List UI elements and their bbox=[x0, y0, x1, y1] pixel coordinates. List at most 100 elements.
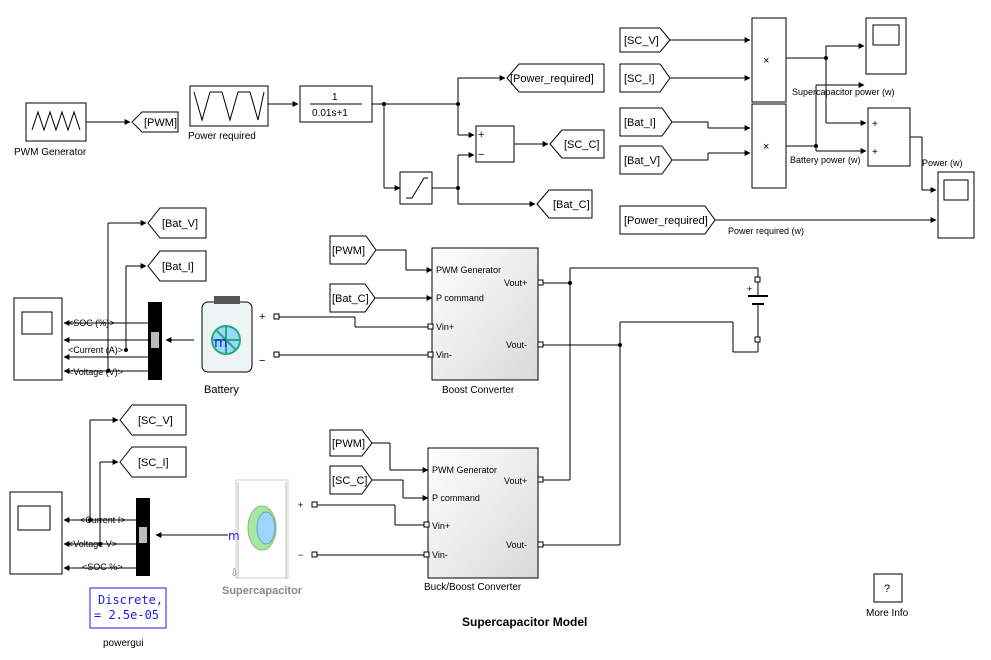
diagram-title: Supercapacitor Model bbox=[462, 615, 587, 629]
boost-converter-label: Boost Converter bbox=[442, 385, 515, 396]
sc-v-goto-tag[interactable]: [SC_V] bbox=[119, 404, 187, 436]
sc-i-goto-tag[interactable]: [SC_I] bbox=[119, 446, 187, 478]
battery-minus: − bbox=[259, 355, 265, 367]
power-required-goto-tag[interactable]: [Power_required] bbox=[506, 63, 605, 93]
power-sum-block[interactable]: + + Battery power (w) bbox=[790, 107, 911, 167]
supercapacitor-label: Supercapacitor bbox=[222, 585, 303, 597]
more-info-symbol: ? bbox=[884, 583, 890, 595]
sc-power-scope[interactable]: Supercapacitor power (w) bbox=[792, 17, 907, 97]
power-sum-plus-1: + bbox=[872, 119, 878, 130]
bat-power-scope-label: Battery power (w) bbox=[790, 155, 861, 165]
power-required-from-tag[interactable]: [Power_required] Power required (w) bbox=[619, 205, 804, 236]
sc-bus-selector[interactable] bbox=[136, 498, 150, 576]
sum-plus: + bbox=[478, 129, 484, 141]
sc-c-goto-tag[interactable]: [SC_C] bbox=[549, 129, 605, 159]
bat-i-goto-text: [Bat_I] bbox=[162, 261, 194, 273]
bus-bat-voltage: <Voltage (V)> bbox=[68, 367, 123, 377]
sc-c-from-tag[interactable]: [SC_C] bbox=[329, 465, 373, 495]
boost-converter-block[interactable]: PWM Generator P command Vin+ Vin- Vout+ … bbox=[431, 247, 539, 396]
sc-c-goto-text: [SC_C] bbox=[564, 139, 599, 151]
saturation-block[interactable] bbox=[399, 171, 433, 205]
bat-v-from-text: [Bat_V] bbox=[624, 155, 660, 167]
bat-c-goto-tag[interactable]: [Bat_C] bbox=[536, 189, 593, 219]
pwm-from-tag-buck[interactable]: [PWM] bbox=[329, 429, 373, 457]
junction-dots bbox=[88, 56, 828, 546]
buck-port-voutm: Vout- bbox=[506, 540, 527, 550]
bat-c-from-tag[interactable]: [Bat_C] bbox=[329, 283, 376, 313]
power-req-scope-label: Power required (w) bbox=[728, 226, 804, 236]
bat-i-from-tag[interactable]: [Bat_I] bbox=[619, 107, 673, 137]
tf-denominator: 0.01s+1 bbox=[312, 108, 348, 119]
buck-port-voutp: Vout+ bbox=[504, 476, 527, 486]
boost-port-voutm: Vout- bbox=[506, 340, 527, 350]
bat-v-goto-tag[interactable]: [Bat_V] bbox=[147, 207, 207, 239]
bat-i-goto-tag[interactable]: [Bat_I] bbox=[147, 250, 207, 282]
bat-v-goto-text: [Bat_V] bbox=[162, 218, 198, 230]
bat-c-from-text: [Bat_C] bbox=[332, 293, 369, 305]
boost-port-pcmd: P command bbox=[436, 293, 484, 303]
sc-v-goto-text: [SC_V] bbox=[138, 415, 173, 427]
boost-port-vinp: Vin+ bbox=[436, 322, 454, 332]
sc-i-from-tag[interactable]: [SC_I] bbox=[619, 63, 671, 93]
battery-m-port: m bbox=[214, 335, 228, 351]
sc-v-from-tag[interactable]: [SC_V] bbox=[619, 27, 671, 53]
power-required-source-label: Power required bbox=[188, 131, 256, 142]
pwm-goto-tag[interactable]: [PWM] bbox=[131, 111, 179, 133]
more-info-label: More Info bbox=[866, 608, 909, 619]
battery-scope[interactable] bbox=[13, 297, 63, 381]
buck-port-vinp: Vin+ bbox=[432, 521, 450, 531]
pwm-generator-block[interactable]: PWM Generator bbox=[14, 102, 87, 158]
sum-minus: − bbox=[478, 149, 484, 161]
transfer-function-block[interactable]: 1 0.01s+1 bbox=[299, 85, 373, 123]
bat-c-goto-text: [Bat_C] bbox=[553, 199, 590, 211]
sc-m-port: m bbox=[228, 529, 240, 543]
pwm-generator-label: PWM Generator bbox=[14, 147, 87, 158]
sc-minus: − bbox=[298, 550, 303, 560]
product-sc-symbol: × bbox=[763, 55, 769, 67]
port-terminals bbox=[273, 276, 761, 558]
battery-plus: + bbox=[259, 311, 265, 323]
sc-i-from-text: [SC_I] bbox=[624, 73, 655, 85]
dc-plus: + bbox=[747, 284, 752, 294]
boost-port-pwm: PWM Generator bbox=[436, 265, 501, 275]
sum-block-control[interactable]: + − bbox=[475, 125, 515, 163]
power-required-source-block[interactable]: Power required bbox=[188, 85, 269, 142]
battery-block[interactable]: m Battery + − bbox=[201, 296, 265, 396]
power-required-from-text: [Power_required] bbox=[624, 215, 708, 227]
product-block-sc[interactable]: × bbox=[751, 17, 787, 103]
dc-voltage-source[interactable]: + bbox=[747, 280, 768, 340]
battery-bus-selector[interactable] bbox=[148, 302, 162, 380]
bat-v-from-tag[interactable]: [Bat_V] bbox=[619, 145, 673, 175]
power-required-goto-text: [Power_required] bbox=[510, 73, 594, 85]
bus-bat-current: <Current (A)> bbox=[68, 345, 123, 355]
bus-sc-current: <Current I> bbox=[80, 515, 126, 525]
pwm-from-boost-text: [PWM] bbox=[332, 245, 365, 257]
bus-sc-soc: <SOC %> bbox=[82, 562, 123, 572]
tf-numerator: 1 bbox=[332, 92, 338, 103]
power-scope[interactable]: Power (w) bbox=[922, 158, 975, 239]
battery-label: Battery bbox=[204, 384, 239, 396]
pwm-from-tag-boost[interactable]: [PWM] bbox=[329, 235, 377, 265]
powergui-label: powergui bbox=[103, 638, 144, 649]
powergui-line1: Discrete, bbox=[98, 593, 163, 607]
bat-i-from-text: [Bat_I] bbox=[624, 117, 656, 129]
buckboost-converter-label: Buck/Boost Converter bbox=[424, 582, 522, 593]
sc-scope[interactable] bbox=[9, 491, 63, 575]
boost-port-vinm: Vin- bbox=[436, 350, 452, 360]
boost-port-voutp: Vout+ bbox=[504, 278, 527, 288]
bus-bat-soc: <SOC (%)> bbox=[68, 318, 115, 328]
more-info-block[interactable]: ? More Info bbox=[866, 573, 909, 619]
sc-plus: + bbox=[298, 500, 303, 510]
product-block-bat[interactable]: × bbox=[751, 103, 787, 189]
buckboost-converter-block[interactable]: PWM Generator P command Vin+ Vin- Vout+ … bbox=[424, 447, 539, 593]
pwm-goto-text: [PWM] bbox=[144, 117, 177, 129]
supercapacitor-block[interactable]: m ⇩ Supercapacitor + − bbox=[222, 479, 303, 597]
sc-c-from-text: [SC_C] bbox=[332, 475, 367, 487]
buck-port-pcmd: P command bbox=[432, 493, 480, 503]
powergui-line2: = 2.5e-05 bbox=[94, 608, 159, 622]
powergui-block[interactable]: Discrete, = 2.5e-05 powergui bbox=[89, 587, 167, 649]
sc-power-scope-label: Supercapacitor power (w) bbox=[792, 87, 895, 97]
power-scope-label: Power (w) bbox=[922, 158, 963, 168]
product-bat-symbol: × bbox=[763, 141, 769, 153]
